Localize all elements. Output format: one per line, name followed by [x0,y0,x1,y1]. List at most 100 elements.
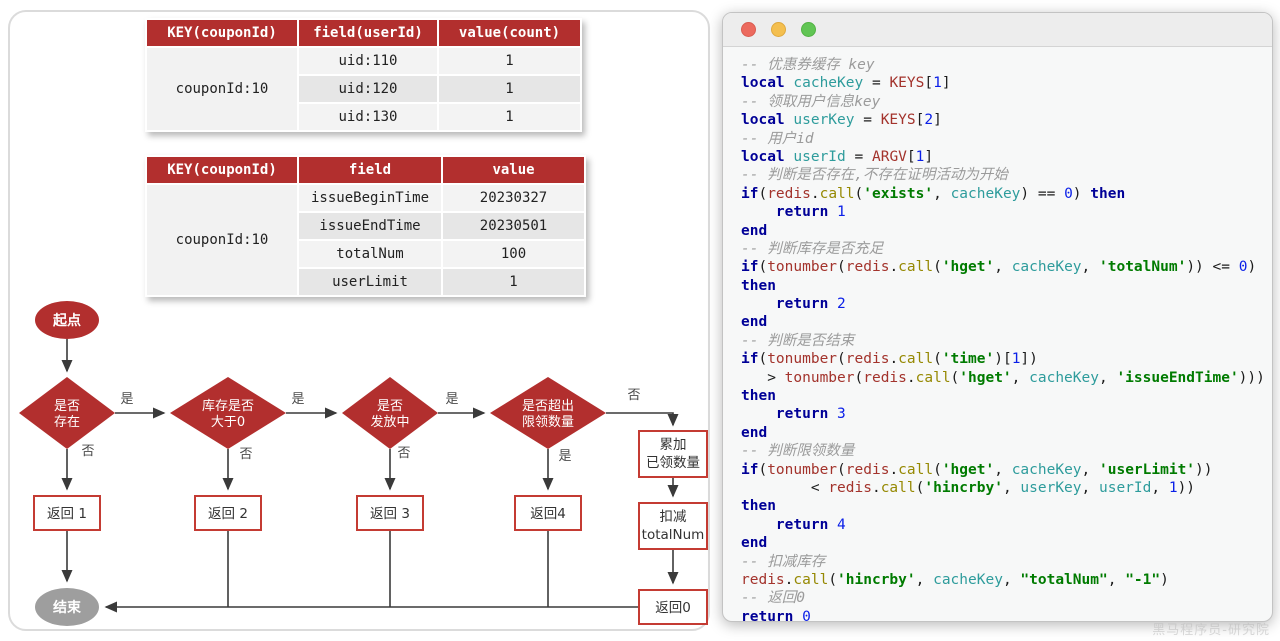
code-area: -- 优惠券缓存 key local cacheKey = KEYS[1]-- 领… [723,47,1272,622]
coupon-config-table: KEY(couponId) field value couponId:10 is… [145,155,587,297]
return2-box: 返回 2 [194,495,262,531]
code-line: -- 返回0 [741,590,805,607]
table-cell: uid:120 [299,76,437,102]
label-no-2: 否 [239,447,252,462]
table2-header-key: KEY(couponId) [147,157,297,183]
svg-text:起点: 起点 [52,312,81,329]
table1-header-key: KEY(couponId) [147,20,297,46]
code-line: then [741,277,776,294]
decision-issuing-line1: 是否 [377,399,403,414]
svg-text:是否超出: 是否超出 [522,399,574,414]
edge-limit-to-accumulate [606,412,679,427]
zoom-button[interactable] [801,22,816,37]
code-line: -- 扣减库存 [741,553,826,570]
coupon-flowchart: 是 是 是 否 否 否 否 是 起点 是否 存在 库存是否 大于0 是否 发放中 [19,301,708,626]
code-line: return 0 [741,608,811,622]
deduct-totalnum-box: 扣减 totalNum [638,502,708,550]
decision-stock: 库存是否 大于0 [170,377,286,449]
return3-box: 返回 3 [356,495,424,531]
code-line: end [741,535,768,552]
code-line: -- 判断库存是否充足 [741,240,884,257]
table-cell: 1 [443,269,585,295]
code-line: return 3 [775,406,846,423]
label-yes-3: 是 [445,392,458,407]
decision-exists-line2: 存在 [54,415,80,430]
code-line: -- 优惠券缓存 key [741,57,875,73]
code-line: local userKey = KEYS[2] [741,112,942,129]
svg-text:扣减: 扣减 [660,509,688,525]
code-line: local cacheKey = KEYS[1] [741,75,951,92]
table2-header-field: field [299,157,442,183]
code-line: if(tonumber(redis.call('hget', cacheKey,… [741,259,1257,276]
decision-stock-line2: 大于0 [211,415,245,430]
return0-box: 返回0 [638,589,708,625]
svg-text:是否: 是否 [54,399,80,414]
decision-exists-line1: 是否 [54,399,80,414]
code-line: then [741,498,776,515]
svg-text:totalNum: totalNum [642,527,705,543]
table-cell: issueBeginTime [299,185,442,211]
code-line: end [741,222,768,239]
code-line: if(tonumber(redis.call('hget', cacheKey,… [741,461,1213,478]
code-line: return 4 [775,516,846,533]
code-line: end [741,424,768,441]
svg-text:返回 2: 返回 2 [208,506,248,522]
svg-text:发放中: 发放中 [370,414,409,430]
table-cell: 20230501 [443,213,585,239]
minimize-button[interactable] [771,22,786,37]
decision-issuing-line2: 发放中 [370,414,409,430]
code-line: -- 用户id [741,130,814,147]
code-line: return 1 [775,204,846,221]
table-cell: userLimit [299,269,442,295]
deduct-line1: 扣减 [660,509,688,525]
decision-user-limit-line1: 是否超出 [522,399,574,414]
table-cell: totalNum [299,241,442,267]
decision-user-limit-line2: 限领数量 [522,415,574,430]
decision-exists: 是否 存在 [19,377,115,449]
decision-user-limit: 是否超出 限领数量 [490,377,606,449]
table-cell: 20230327 [443,185,585,211]
table2-key-cell: couponId:10 [147,185,297,295]
code-line: local userId = ARGV[1] [741,148,934,165]
code-line: -- 判断是否存在,不存在证明活动为开始 [741,167,1008,184]
accumulate-box: 累加 已领数量 [638,430,708,478]
code-line: end [741,314,768,331]
close-button[interactable] [741,22,756,37]
return1-box: 返回 1 [33,495,101,531]
redis-user-count-table: KEY(couponId) field(userId) value(count)… [145,18,582,132]
svg-text:存在: 存在 [54,415,80,430]
table1-header-value: value(count) [439,20,580,46]
end-node: 结束 [35,588,99,626]
svg-text:返回4: 返回4 [530,506,566,522]
start-node: 起点 [35,301,99,339]
code-line: -- 判断限领数量 [741,443,855,460]
decision-issuing: 是否 发放中 [342,377,438,449]
code-line: -- 判断是否结束 [741,332,855,349]
table1-key-cell: couponId:10 [147,48,297,130]
code-line: > tonumber(redis.call('hget', cacheKey, … [741,369,1265,386]
label-yes-4: 是 [558,449,571,464]
svg-text:是否: 是否 [377,399,403,414]
code-line: then [741,388,776,405]
deduct-line2: totalNum [642,527,705,543]
window-titlebar [723,13,1272,47]
decision-stock-line1: 库存是否 [202,398,254,414]
code-line: redis.call('hincrby', cacheKey, "totalNu… [741,571,1169,588]
return4-box: 返回4 [514,495,582,531]
table1-header-field: field(userId) [299,20,437,46]
code-line: return 2 [775,296,846,313]
table-cell: uid:110 [299,48,437,74]
label-no-4: 否 [627,388,640,403]
table-cell: uid:130 [299,104,437,130]
svg-text:累加: 累加 [660,437,687,453]
table-cell: 1 [439,76,580,102]
svg-text:库存是否: 库存是否 [202,398,254,414]
table-cell: 1 [439,48,580,74]
code-line: -- 领取用户信息key [741,93,881,110]
code-line: if(redis.call('exists', cacheKey) == 0) … [741,185,1126,202]
svg-text:返回 3: 返回 3 [370,506,410,522]
svg-text:限领数量: 限领数量 [522,415,574,430]
label-yes-2: 是 [291,392,304,407]
table-cell: issueEndTime [299,213,442,239]
code-line: if(tonumber(redis.call('time')[1]) [741,351,1038,368]
